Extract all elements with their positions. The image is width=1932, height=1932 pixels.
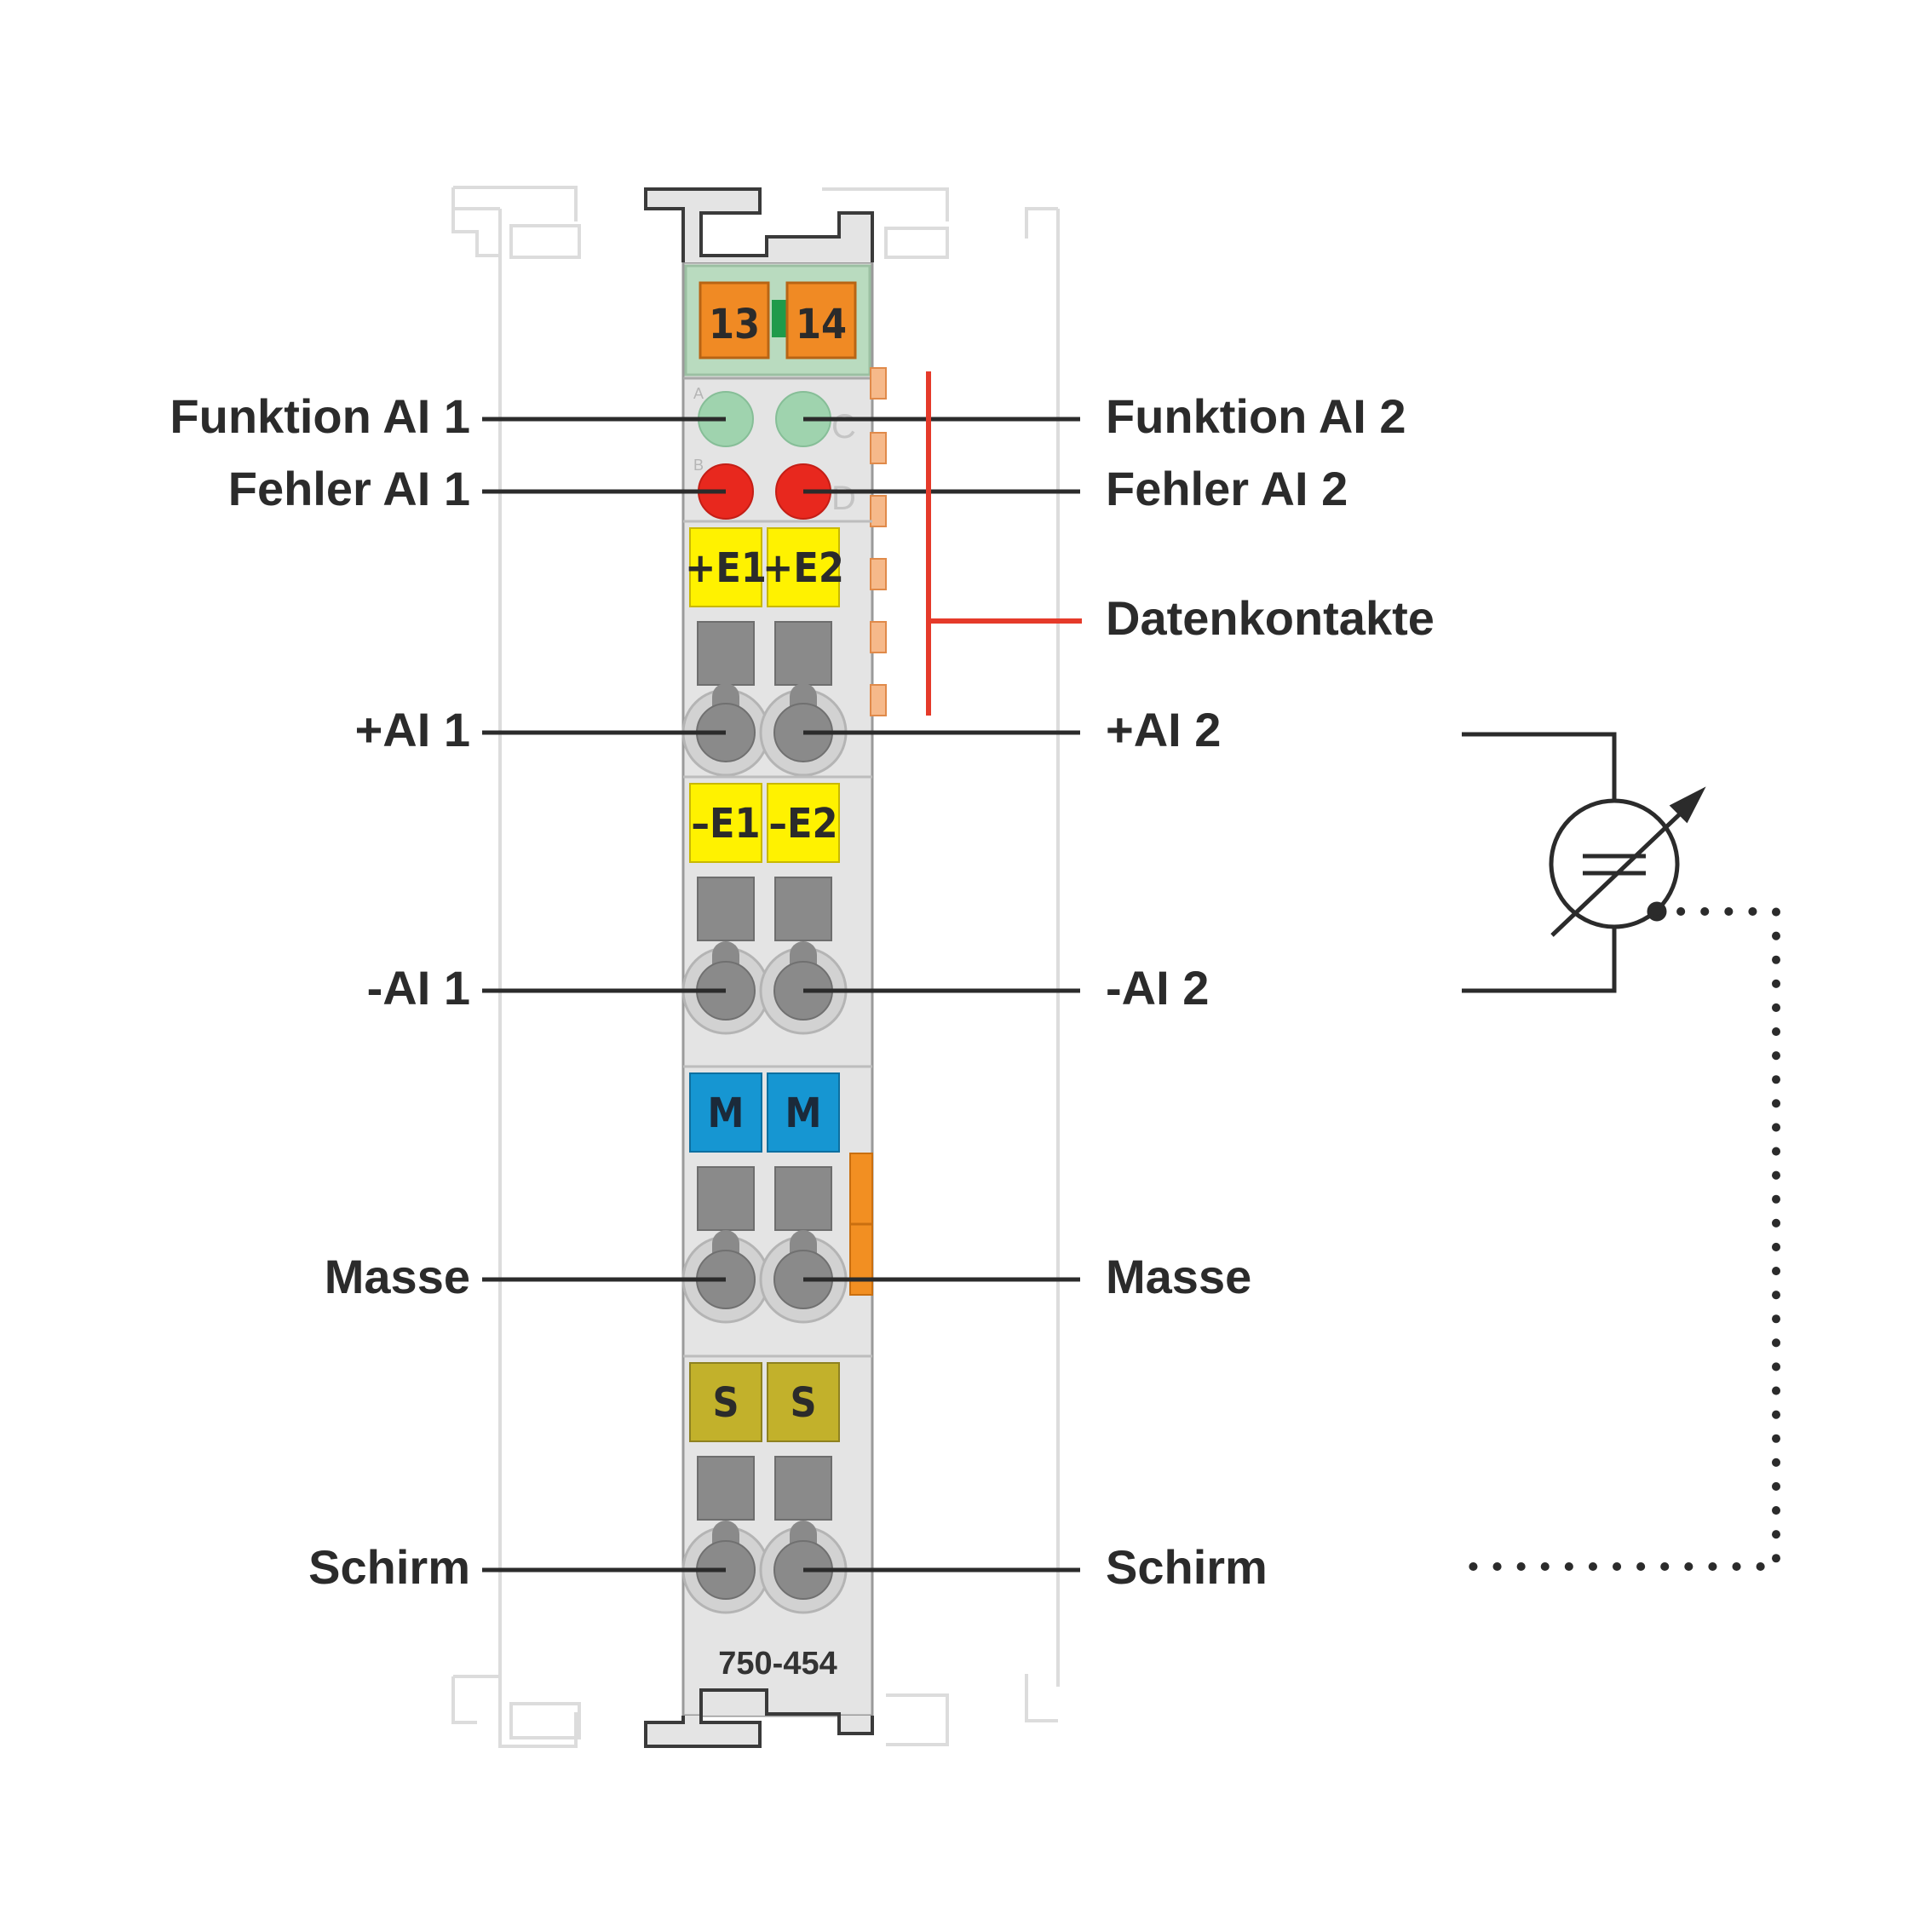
label-fehler-ai1: Fehler AI 1: [228, 462, 470, 515]
mass-tag-2: [767, 1072, 840, 1153]
plus-tag-2: [767, 527, 840, 607]
terminal-13-label: 13: [709, 301, 760, 348]
terminal-14-label: 14: [796, 301, 847, 348]
label-plus-ai1: +AI 1: [355, 703, 470, 756]
terminal-14: [785, 281, 857, 359]
mass-tag-label-1: M: [708, 1090, 745, 1137]
mass-tag-label-2: M: [785, 1090, 822, 1137]
variable-current-sensor-icon: [1462, 732, 1706, 993]
label-masse-left: Masse: [325, 1250, 470, 1303]
led-letter-b: B: [693, 457, 704, 474]
mass-release-button-2[interactable]: [774, 1166, 832, 1231]
minus-tag-1: [689, 783, 762, 863]
led-letter-c: C: [831, 408, 856, 446]
right-labels: Funktion AI 2 Fehler AI 2 Datenkontakte …: [1106, 389, 1435, 1594]
leader-lines: [482, 417, 1080, 1573]
label-fehler-ai2: Fehler AI 2: [1106, 462, 1348, 515]
label-masse-right: Masse: [1106, 1250, 1251, 1303]
plus-release-button-1[interactable]: [697, 621, 755, 686]
label-datenkontakte: Datenkontakte: [1106, 591, 1435, 645]
label-plus-ai2: +AI 2: [1106, 703, 1221, 756]
plus-tag-1: [689, 527, 762, 607]
top-terminal-block: 13 14: [684, 264, 871, 377]
label-minus-ai1: -AI 1: [367, 961, 470, 1015]
label-schirm-right: Schirm: [1106, 1540, 1268, 1594]
data-contacts-bracket: [926, 371, 1082, 716]
shield-tag-label-2: S: [790, 1379, 816, 1427]
mass-tag-1: [689, 1072, 762, 1153]
plus-release-button-2[interactable]: [774, 621, 832, 686]
label-schirm-left: Schirm: [308, 1540, 470, 1594]
left-labels: Funktion AI 1 Fehler AI 1 +AI 1 -AI 1 Ma…: [170, 389, 470, 1594]
plus-tag-label-1: +E1: [685, 544, 767, 592]
minus-tag-label-2: –E2: [768, 800, 837, 848]
shield-tag-2: [767, 1362, 840, 1442]
led-letter-a: A: [693, 385, 704, 402]
shield-dotted-line: [1461, 907, 1780, 1571]
terminal-13: [699, 281, 770, 359]
shield-release-button-2[interactable]: [774, 1456, 832, 1521]
plus-tag-label-2: +E2: [762, 544, 844, 592]
shield-release-button-1[interactable]: [697, 1456, 755, 1521]
ghost-neighbour-modules: [451, 186, 1060, 1748]
minus-release-button-2[interactable]: [774, 877, 832, 941]
data-contact-pads: [870, 367, 887, 716]
model-number: 750-454: [718, 1646, 837, 1682]
minus-tag-2: [767, 783, 840, 863]
label-funktion-ai1: Funktion AI 1: [170, 389, 470, 443]
minus-release-button-1[interactable]: [697, 877, 755, 941]
minus-tag-label-1: –E1: [691, 800, 760, 848]
label-minus-ai2: -AI 2: [1106, 961, 1209, 1015]
label-funktion-ai2: Funktion AI 2: [1106, 389, 1406, 443]
led-letter-d: D: [831, 480, 856, 517]
mass-release-button-1[interactable]: [697, 1166, 755, 1231]
shield-tag-1: [689, 1362, 762, 1442]
shield-tag-label-1: S: [712, 1379, 739, 1427]
